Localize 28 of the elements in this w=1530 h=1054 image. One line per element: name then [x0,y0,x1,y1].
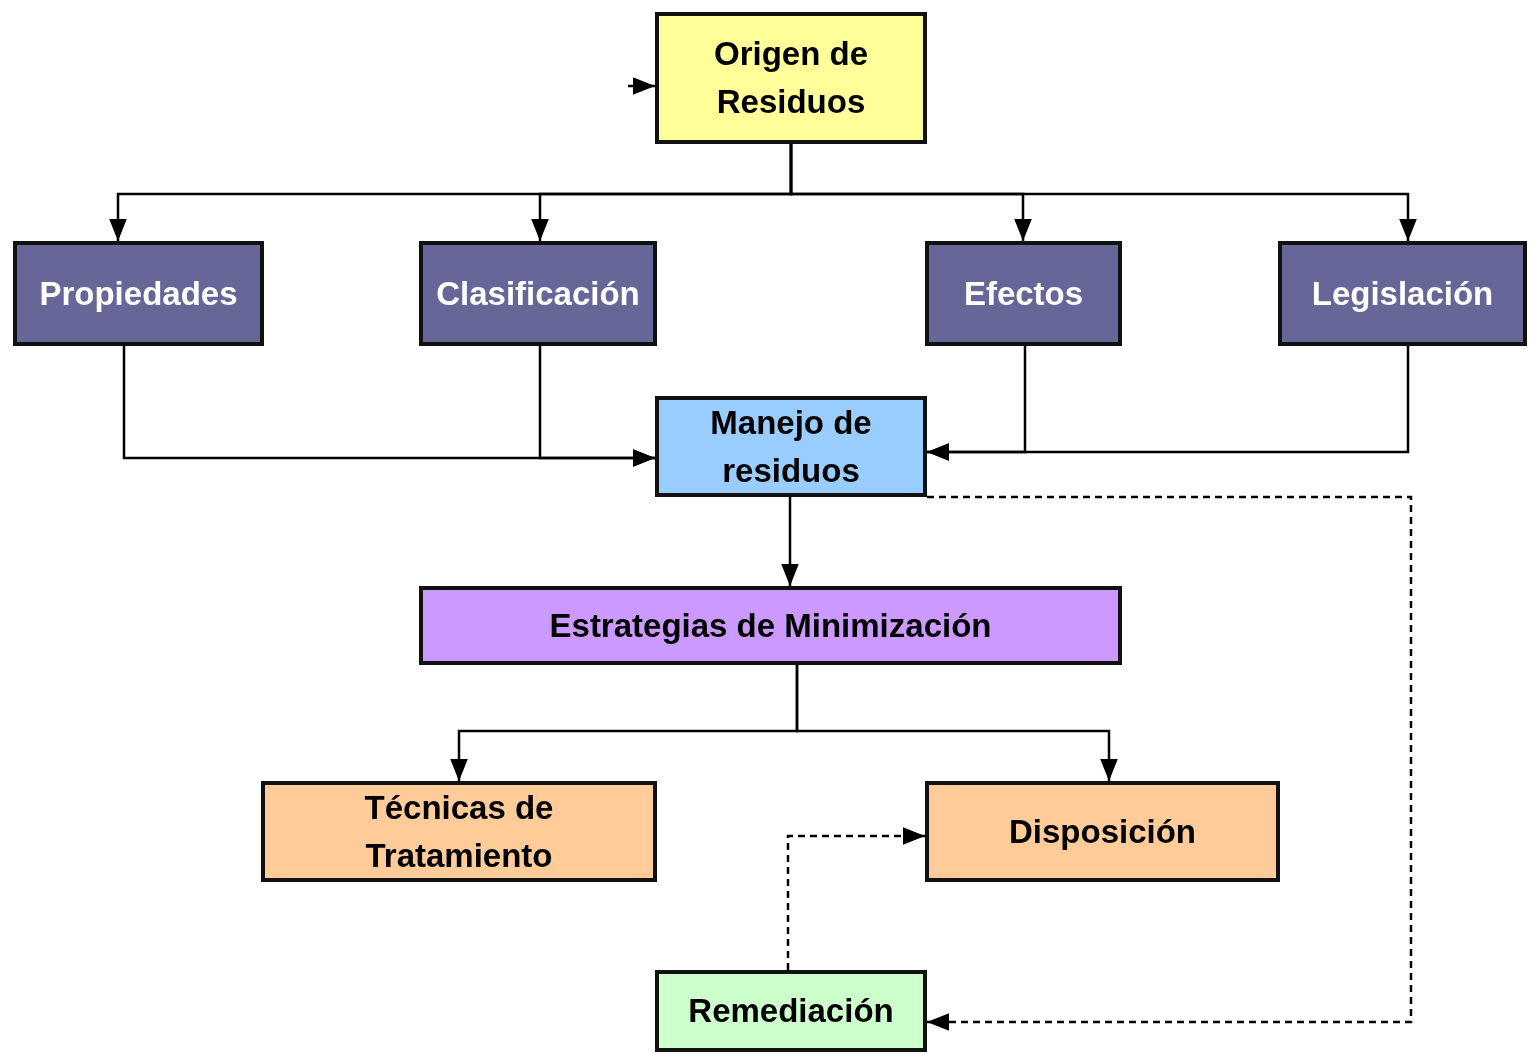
process-box [419,586,1122,665]
node-label: Remediación [687,991,895,1032]
node-label: Origen de Residuos [713,34,869,122]
node-label: Técnicas de Tratamiento [363,787,555,876]
process-box [13,241,264,346]
process-box [1278,241,1527,346]
process-box [261,781,657,882]
arrow [795,665,1118,781]
node-label: Efectos [962,273,1085,314]
process-box [925,781,1280,882]
arrow [927,495,1413,1031]
arrow [628,77,655,95]
process-box [655,970,927,1052]
node-label: Disposición [1008,811,1197,852]
arrow [789,144,1417,241]
node-label: Estrategias de Minimización [548,605,993,646]
process-box [655,396,927,497]
node-label: Manejo de residuos [709,402,873,491]
arrow [786,827,925,970]
arrow [781,497,799,586]
arrow [927,346,1410,461]
arrow [538,346,655,467]
process-box [925,241,1122,346]
node-label: Propiedades [38,273,239,314]
node-label: Clasificación [435,273,641,314]
process-box [655,12,927,144]
process-box [419,241,657,346]
node-label: Legislación [1310,273,1495,314]
